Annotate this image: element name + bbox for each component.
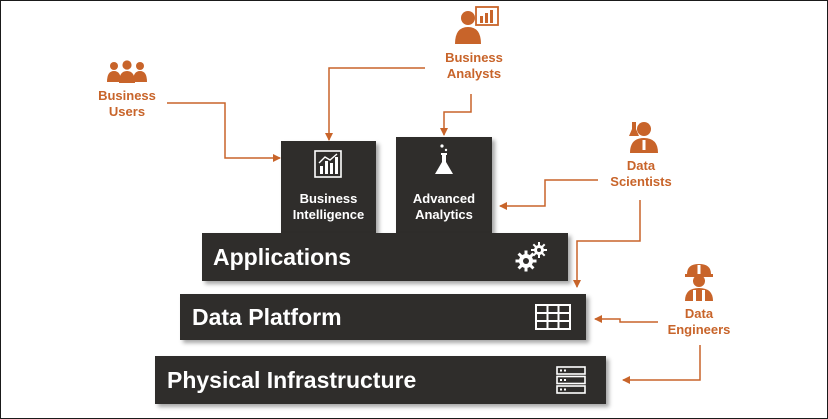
physical-infrastructure-label: Physical Infrastructure: [167, 367, 417, 393]
business-analysts-label: Business Analysts: [445, 50, 503, 81]
bar-chart-icon: [314, 150, 342, 178]
applications-layer: Applications: [202, 233, 568, 281]
data-platform-layer: Data Platform: [180, 294, 586, 340]
connector-analysts-aa: [440, 94, 472, 136]
persona-data-engineers: Data Engineers: [656, 262, 742, 338]
persona-business-analysts: Business Analysts: [426, 6, 522, 82]
applications-label: Applications: [213, 244, 352, 270]
persona-data-scientists: Data Scientists: [596, 120, 686, 190]
connector-engineers-infra: [622, 345, 701, 384]
analyst-chart-icon: [455, 6, 499, 44]
business-intelligence-block: Business Intelligence: [281, 141, 376, 233]
table-grid-icon: [535, 304, 571, 330]
gears-icon: [515, 242, 547, 272]
advanced-analytics-label: Advanced Analytics: [412, 191, 476, 222]
business-users-label: Business Users: [98, 88, 156, 119]
flask-icon: [435, 144, 453, 174]
connector-analysts-bi: [325, 67, 425, 141]
physical-infrastructure-layer: Physical Infrastructure: [155, 356, 606, 404]
people-group-icon: [107, 60, 147, 83]
advanced-analytics-block: Advanced Analytics: [396, 137, 492, 233]
data-scientists-label: Data Scientists: [610, 158, 672, 189]
connector-scientists-aa: [499, 179, 598, 210]
engineer-hardhat-icon: [685, 264, 713, 301]
server-rack-icon: [556, 366, 586, 394]
data-engineers-label: Data Engineers: [667, 306, 731, 337]
connector-scientists-apps: [573, 200, 641, 288]
connector-engineers-platform: [594, 315, 658, 323]
persona-business-users: Business Users: [82, 60, 172, 120]
scientist-icon: [629, 122, 658, 153]
data-platform-label: Data Platform: [192, 304, 342, 330]
business-intelligence-label: Business Intelligence: [292, 191, 365, 222]
connector-business-users: [167, 102, 281, 162]
